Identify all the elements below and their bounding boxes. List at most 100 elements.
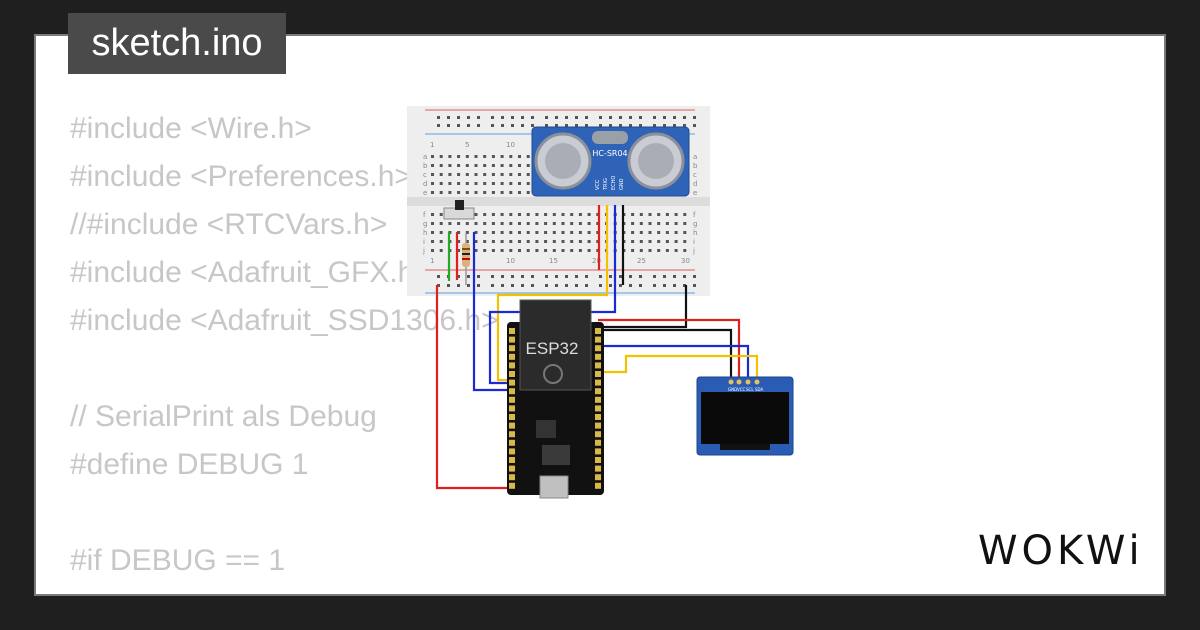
breadboard-hole xyxy=(491,155,495,158)
breadboard-hole xyxy=(631,240,635,243)
resistor[interactable] xyxy=(462,233,470,285)
esp32-pin xyxy=(509,457,515,463)
breadboard-hole xyxy=(674,240,678,243)
esp32-pin xyxy=(509,448,515,455)
oled-screen xyxy=(701,392,789,444)
breadboard-hole xyxy=(552,222,556,225)
breadboard-hole xyxy=(457,116,460,119)
oled-ribbon xyxy=(720,444,770,450)
esp32-pin xyxy=(595,482,601,489)
breadboard-hole xyxy=(521,275,524,278)
wire-blue xyxy=(598,344,750,382)
oled-display[interactable]: GND VCC SCL SDA xyxy=(696,376,794,456)
breadboard-hole xyxy=(555,275,558,278)
esp32-pin xyxy=(509,414,515,420)
breadboard-hole xyxy=(693,124,696,127)
column-label: 1 xyxy=(430,141,434,149)
breadboard-hole xyxy=(619,124,622,127)
breadboard-hole xyxy=(552,213,556,216)
breadboard-hole xyxy=(431,249,434,252)
breadboard-hole xyxy=(465,164,469,167)
esp32-pin xyxy=(595,457,601,463)
breadboard-hole xyxy=(599,124,602,127)
breadboard-hole xyxy=(599,116,602,119)
esp32-pin xyxy=(595,439,601,446)
breadboard-hole xyxy=(518,222,521,225)
wires[interactable] xyxy=(435,205,759,490)
breadboard-hole xyxy=(535,240,539,243)
breadboard-hole xyxy=(526,249,530,252)
file-tab[interactable]: sketch.ino xyxy=(68,13,286,74)
esp32-pin xyxy=(595,328,601,334)
breadboard-hole xyxy=(535,231,539,234)
breadboard-hole xyxy=(657,213,661,216)
ultrasonic-sensor[interactable]: HC-SR04 VCC TRIG ECHO GND xyxy=(531,126,690,197)
breadboard-hole xyxy=(518,164,521,167)
breadboard-hole xyxy=(491,124,494,127)
breadboard-hole xyxy=(448,155,452,158)
breadboard-hole xyxy=(544,231,548,234)
esp32-pin xyxy=(509,345,515,352)
breadboard-hole xyxy=(477,124,480,127)
breadboard-hole xyxy=(555,284,558,287)
breadboard-hole xyxy=(575,275,578,278)
breadboard-hole xyxy=(501,275,504,278)
breadboard-hole xyxy=(467,284,470,287)
breadboard-hole xyxy=(509,164,513,167)
usb-port xyxy=(539,475,569,499)
breadboard-hole xyxy=(552,231,556,234)
breadboard-hole xyxy=(585,275,588,278)
pin-label: VCC xyxy=(595,179,601,190)
breadboard-hole xyxy=(639,124,642,127)
breadboard-hole xyxy=(447,284,450,287)
breadboard-hole xyxy=(509,155,513,158)
breadboard-hole xyxy=(619,116,622,119)
code-editor[interactable]: #include <Wire.h>#include <Preferences.h… xyxy=(70,105,499,594)
oled-pin xyxy=(728,379,734,385)
resistor-band xyxy=(462,253,470,255)
oled-pin xyxy=(736,379,742,385)
breadboard-hole xyxy=(657,222,661,225)
breadboard-hole xyxy=(477,275,480,278)
breadboard-hole xyxy=(639,222,643,225)
code-line: // SerialPrint als Debug xyxy=(70,400,377,433)
row-label: e xyxy=(423,189,427,197)
oled-pin xyxy=(754,379,760,385)
row-label: g xyxy=(423,220,427,228)
breadboard-hole xyxy=(467,275,470,278)
breadboard-hole xyxy=(535,249,539,252)
esp32-board[interactable]: ESP32 xyxy=(507,299,604,499)
breadboard-hole xyxy=(457,275,460,278)
breadboard-hole xyxy=(665,249,669,252)
breadboard-hole xyxy=(501,116,504,119)
breadboard-hole xyxy=(674,231,678,234)
breadboard-hole xyxy=(439,249,443,252)
breadboard-hole xyxy=(439,173,443,176)
esp32-pin xyxy=(595,396,601,403)
slide-switch[interactable] xyxy=(443,200,475,220)
breadboard-hole xyxy=(501,284,504,287)
breadboard-hole xyxy=(683,222,687,225)
esp32-pin xyxy=(509,388,515,395)
breadboard-hole xyxy=(491,240,495,243)
breadboard-hole xyxy=(467,116,470,119)
breadboard-hole xyxy=(653,275,656,278)
breadboard-hole xyxy=(535,222,539,225)
breadboard-hole xyxy=(587,231,591,234)
breadboard-hole xyxy=(511,284,514,287)
breadboard-hole xyxy=(531,124,534,127)
esp32-pin xyxy=(595,345,601,352)
breadboard-hole xyxy=(673,116,676,119)
breadboard-hole xyxy=(552,249,556,252)
row-label: e xyxy=(693,189,697,197)
breadboard-hole xyxy=(491,164,495,167)
breadboard-hole xyxy=(639,284,642,287)
breadboard-hole xyxy=(457,284,460,287)
breadboard-hole xyxy=(491,231,495,234)
breadboard-hole xyxy=(653,284,656,287)
breadboard-hole xyxy=(483,249,487,252)
breadboard-hole xyxy=(447,116,450,119)
breadboard-hole xyxy=(648,249,652,252)
breadboard-hole xyxy=(631,213,635,216)
